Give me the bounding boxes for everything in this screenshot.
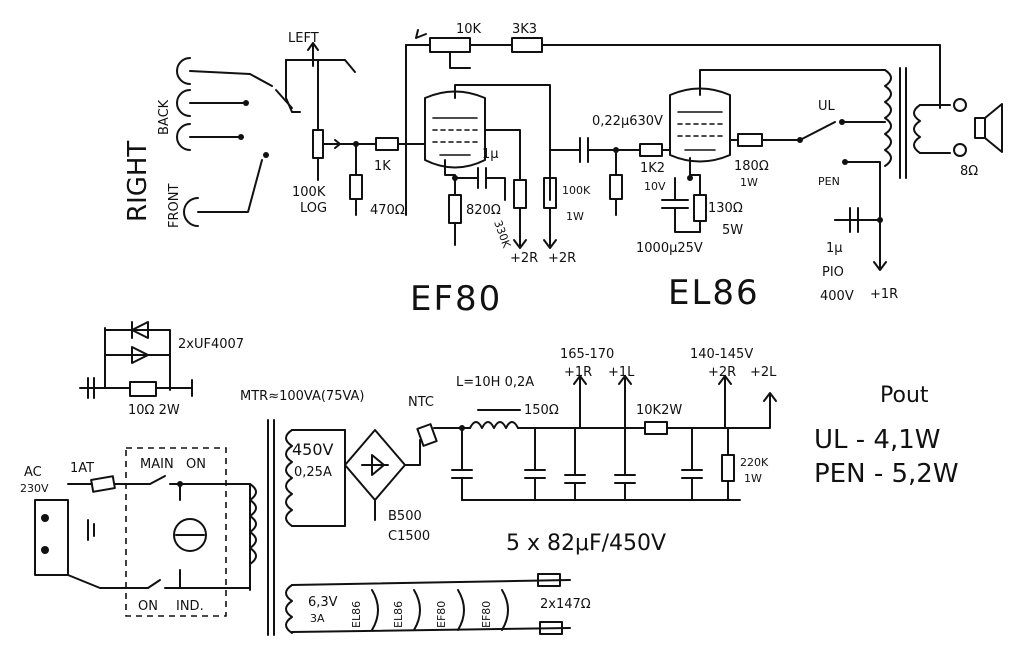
ul-pen-switch: UL PEN 1μ PIO 400V +1R — [797, 99, 898, 304]
heater-voltage: 6,3V — [308, 595, 338, 610]
grid-leak-label: 470Ω — [370, 203, 405, 218]
fuse-resistor-label: 10Ω 2W — [128, 403, 180, 418]
choke-resistor-label: 150Ω — [524, 403, 559, 418]
power-transformer: 450V 0,25A — [249, 419, 346, 636]
screen-bypass-voltage: 400V — [820, 289, 854, 304]
ac-voltage: 230V — [20, 482, 49, 495]
ef80-anode-resistor-power: 1W — [566, 210, 584, 223]
el86-cathode-cap-voltage: 10V — [644, 180, 666, 193]
label-back: BACK — [157, 99, 172, 135]
ef80-supply-screen: +2R — [510, 251, 538, 266]
mains-switch-box: MAIN ON ON IND. — [125, 447, 251, 617]
ef80-supply-anode: +2R — [548, 251, 576, 266]
feedback-network: 10K 3K3 — [405, 22, 941, 216]
volume-pot-value: 100K — [292, 185, 326, 200]
secondary-hv-voltage: 450V — [292, 440, 334, 459]
output-transformer: 8Ω — [884, 67, 1003, 179]
heater-tube-3: EF80 — [435, 601, 448, 628]
rail1-r: +1R — [564, 365, 592, 380]
el86-screen-stopper-power: 1W — [740, 176, 758, 189]
pout-title: Pout — [880, 383, 929, 408]
coupling-cap-label: 0,22μ630V — [592, 114, 663, 129]
grid-stopper-label: 1K — [374, 159, 391, 174]
ef80-screen-resistor: 330K — [491, 219, 513, 251]
bridge-rating: C1500 — [388, 529, 430, 544]
input-jacks — [176, 57, 273, 227]
volume-pot: 100K LOG — [292, 59, 341, 216]
capacitors-label: 5 x 82μF/450V — [506, 531, 666, 556]
bridge-name: B500 — [388, 509, 422, 524]
el86-cathode-resistor-value: 130Ω — [708, 201, 743, 216]
label-left: LEFT — [288, 31, 319, 46]
feedback-resistor-label: 3K3 — [512, 22, 537, 37]
pout-pen: PEN - 5,2W — [814, 459, 959, 489]
label-front: FRONT — [167, 184, 182, 228]
heater-tube-2: EL86 — [392, 601, 405, 628]
transformer-label: MTR≈100VA(75VA) — [240, 389, 365, 404]
mains-on-bottom-label: ON — [138, 599, 158, 614]
mains-ind-label: IND. — [176, 599, 204, 614]
ef80-cathode-cap: 1μ — [482, 147, 499, 162]
filter-capacitors — [451, 427, 741, 501]
selector-switch: LEFT — [275, 31, 356, 113]
rail2-l: +2L — [750, 365, 777, 380]
ef80-anode-resistor-value: 100K — [562, 184, 591, 197]
bleeder-value: 220K — [740, 456, 769, 469]
series-resistor-label: 10K2W — [636, 403, 682, 418]
el86-name: EL86 — [668, 273, 760, 313]
screen-bypass-type: PIO — [822, 265, 844, 280]
el86-grid-stopper: 1K2 — [640, 161, 665, 176]
supply-screen-el86: +1R — [870, 287, 898, 302]
label-right: RIGHT — [123, 141, 153, 222]
ntc-label: NTC — [408, 395, 434, 410]
rail1-voltage: 165-170 — [560, 347, 614, 362]
ef80-cathode-resistor: 820Ω — [466, 203, 501, 218]
bleeder-power: 1W — [744, 472, 762, 485]
mains-main-label: MAIN — [140, 457, 174, 472]
secondary-hv-current: 0,25A — [294, 465, 332, 480]
ef80-name: EF80 — [410, 279, 502, 319]
volume-pot-taper: LOG — [300, 201, 327, 216]
pout-ul: UL - 4,1W — [814, 425, 940, 455]
heater-tube-1: EL86 — [350, 601, 363, 628]
switch-pen-label: PEN — [818, 175, 840, 188]
el86-cathode-cap: 1000μ25V — [636, 241, 703, 256]
output-power-note: Pout UL - 4,1W PEN - 5,2W — [814, 383, 959, 489]
el86-cathode-resistor-power: 5W — [722, 223, 743, 238]
filter-chain: L=10H 0,2A 150Ω 10K2W 165-170 +1R +1L 14… — [416, 347, 777, 556]
mains-on-label: ON — [186, 457, 206, 472]
input-section: RIGHT BACK FRONT LEFT — [123, 31, 356, 228]
bridge-rectifier: B500 C1500 — [344, 429, 430, 544]
ac-label: AC — [24, 465, 42, 480]
ef80-tube: 1μ 820Ω 330K 100K 1W +2R +2R EF80 — [410, 84, 591, 319]
rail2-r: +2R — [708, 365, 736, 380]
heater-current: 3A — [310, 612, 325, 625]
mains-input: AC 230V 1AT — [20, 461, 151, 589]
rail2-voltage: 140-145V — [690, 347, 753, 362]
fuse-label: 1AT — [70, 461, 94, 476]
switch-ul-label: UL — [818, 99, 836, 114]
speaker-impedance: 8Ω — [960, 164, 978, 179]
snubber-diodes-label: 2xUF4007 — [178, 337, 244, 352]
heater-resistors-label: 2x147Ω — [540, 597, 591, 612]
choke-label: L=10H 0,2A — [456, 375, 534, 390]
heater-tube-4: EF80 — [480, 601, 493, 628]
heater-section: 6,3V 3A EL86 EL86 EF80 EF80 2x147Ω — [291, 573, 591, 635]
el86-stage: 0,22μ630V 1K2 10V 130Ω 5W 1000μ25V 180Ω … — [549, 69, 886, 313]
snubber-section: 2xUF4007 10Ω 2W — [79, 321, 244, 418]
screen-bypass-value: 1μ — [826, 241, 843, 256]
ef80-grid-network: 1K 470Ω — [339, 137, 426, 218]
el86-screen-stopper-value: 180Ω — [734, 159, 769, 174]
feedback-pot-label: 10K — [456, 22, 482, 37]
rail1-l: +1L — [608, 365, 635, 380]
